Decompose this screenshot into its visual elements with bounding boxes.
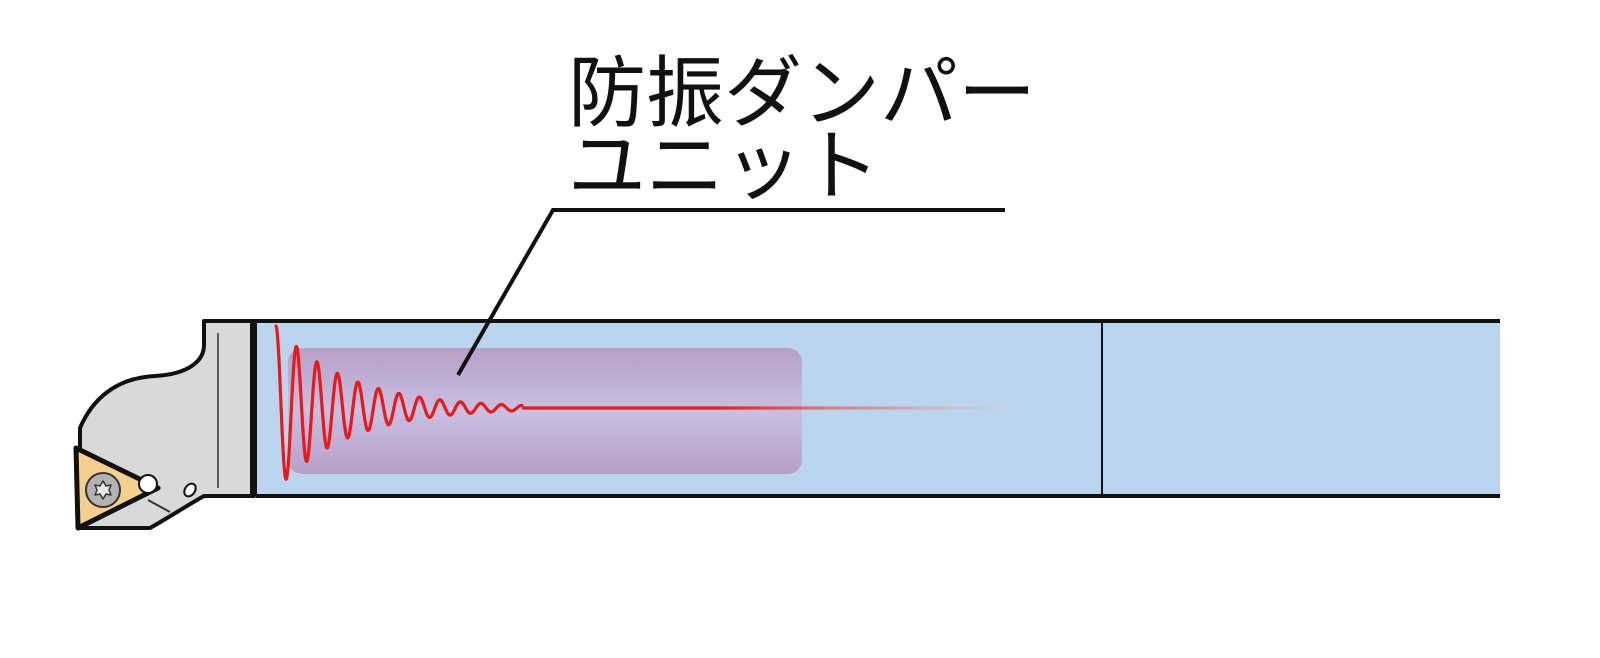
- damper-unit-label-line-1: 防振ダンパー: [568, 49, 1036, 139]
- damper-unit: [288, 348, 802, 474]
- insert-seat-circle: [138, 474, 158, 494]
- damper-unit-label-line-2: ユニット: [568, 122, 880, 212]
- vibration-wave: [274, 324, 524, 481]
- label-leader-line: [456, 208, 1005, 376]
- head-coolant-hole: [183, 482, 197, 498]
- head-shank-joint: [250, 321, 257, 496]
- torx-screw-icon: [85, 472, 121, 508]
- chip-pocket-line: [147, 499, 171, 513]
